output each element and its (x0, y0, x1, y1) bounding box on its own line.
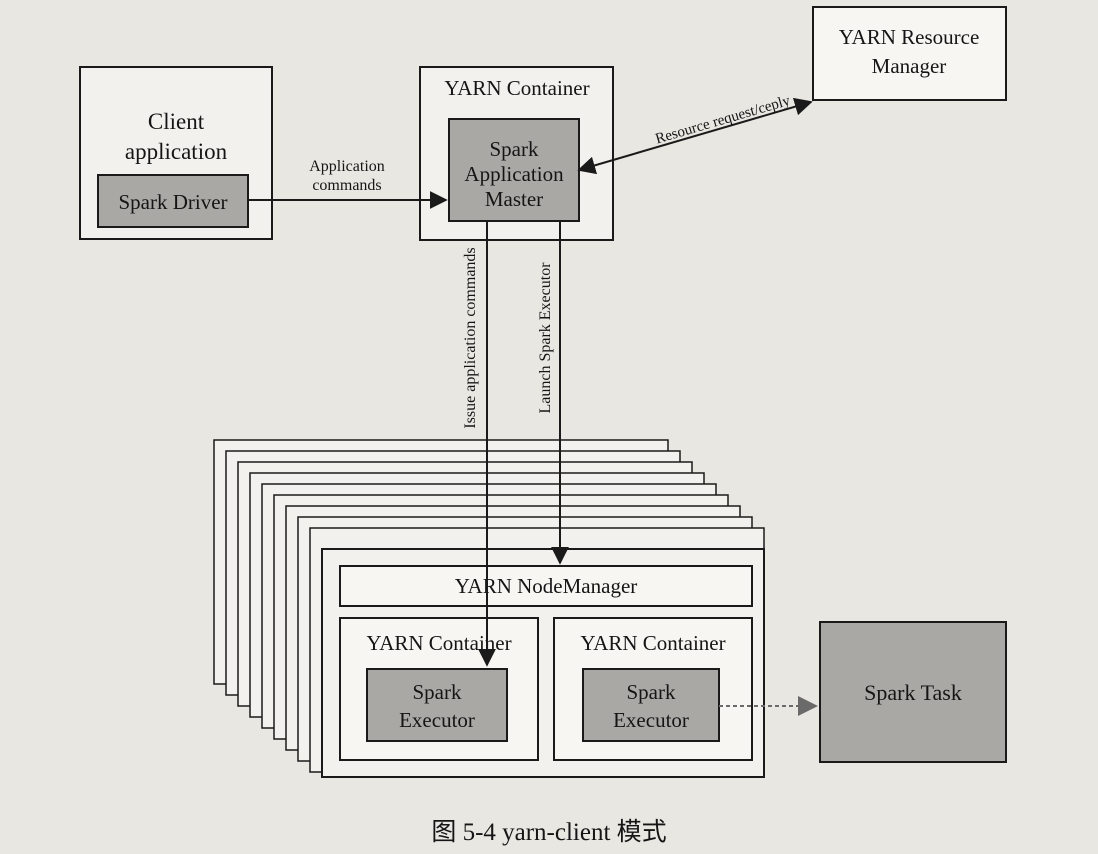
client-title-line1: Client (148, 109, 205, 134)
app-master-line2: Application (464, 162, 564, 186)
spark-executor-right: Spark Executor (582, 668, 720, 742)
launch-executor-arrow: Launch Spark Executor (537, 221, 569, 565)
issue-commands-label: Issue application commands (462, 247, 479, 428)
spark-task-label: Spark Task (864, 680, 962, 705)
spark-driver-box: Spark Driver (97, 174, 249, 228)
executor-left-line1: Spark (413, 680, 462, 704)
launch-executor-label: Launch Spark Executor (537, 262, 554, 414)
resource-manager-line2: Manager (872, 54, 947, 78)
spark-task-box: Spark Task (819, 621, 1007, 763)
app-commands-label-line2: commands (312, 177, 381, 194)
app-master-line1: Spark (490, 137, 539, 161)
executor-left-line2: Executor (399, 708, 475, 732)
client-title-line2: application (125, 139, 228, 164)
app-commands-label-line1: Application (309, 158, 385, 175)
resource-manager-box: YARN Resource Manager (812, 6, 1007, 101)
executor-right-line1: Spark (627, 680, 676, 704)
resource-manager-line1: YARN Resource (839, 25, 980, 49)
app-container-title: YARN Container (444, 76, 589, 100)
application-commands-arrow: Application commands (248, 158, 448, 209)
container-right-title: YARN Container (580, 631, 725, 655)
spark-driver-label: Spark Driver (118, 190, 227, 214)
nodemanager-label: YARN NodeManager (455, 574, 638, 598)
container-left-title: YARN Container (366, 631, 511, 655)
resource-request-label: Resource request/ceply (654, 93, 793, 148)
spark-executor-left: Spark Executor (366, 668, 508, 742)
issue-commands-arrow: Issue application commands (462, 221, 496, 667)
yarn-nodemanager-box: YARN NodeManager (339, 565, 753, 607)
app-master-line3: Master (485, 187, 543, 211)
executor-right-line2: Executor (613, 708, 689, 732)
spark-application-master-box: Spark Application Master (448, 118, 580, 222)
figure-caption: 图 5-4 yarn-client 模式 (431, 818, 666, 846)
